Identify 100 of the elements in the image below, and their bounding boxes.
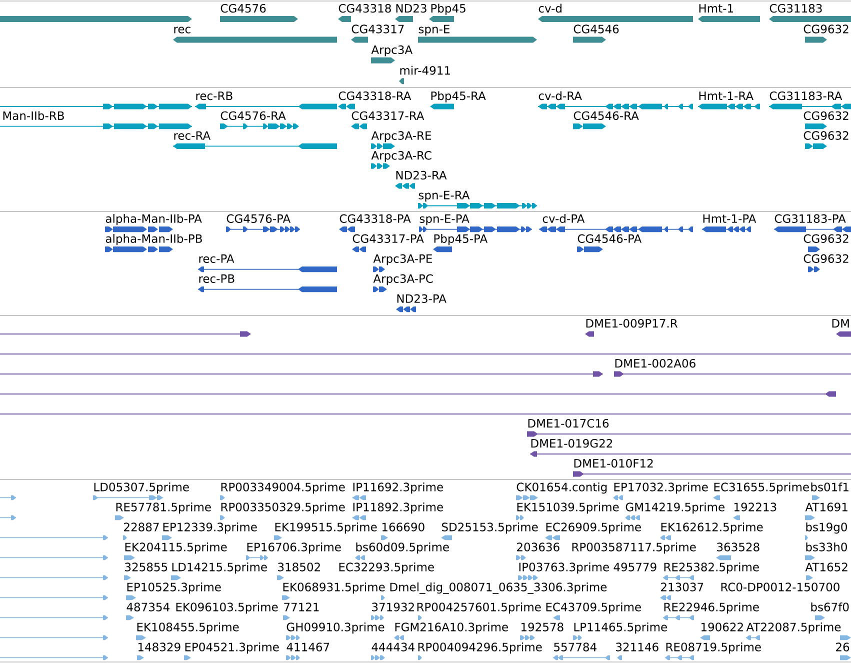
feature-label: Arpc3A-PC bbox=[373, 274, 433, 286]
feature-label: EC26909.5prime bbox=[546, 522, 641, 534]
feature-label: ND23-PA bbox=[397, 294, 446, 303]
feature-label: EK108455.5prime bbox=[137, 622, 239, 634]
feature-label: DME1-019G22 bbox=[531, 438, 612, 448]
feature-label: ND23 bbox=[396, 4, 426, 13]
feature-label: 318502 bbox=[278, 562, 320, 572]
feature-label: 166690 bbox=[382, 522, 424, 532]
feature-label: cv-d-PA bbox=[542, 214, 585, 223]
feature-label: Hmt-1-RA bbox=[699, 92, 754, 100]
feature-label: CG31183-RA bbox=[770, 91, 842, 100]
feature-label: CG4576-PA bbox=[226, 214, 291, 223]
feature-label: EK199515.5prime bbox=[275, 522, 377, 534]
feature-label: 321146 bbox=[616, 642, 658, 652]
feature-label: EC43709.5prime bbox=[546, 602, 641, 614]
feature-label: LP11465.5prime bbox=[574, 622, 667, 634]
feature-label: RP004094296.5prime bbox=[418, 642, 542, 654]
feature-label: EP16706.3prime bbox=[247, 542, 341, 554]
feature-label: Pbp45-RA bbox=[431, 91, 486, 102]
feature-label: 77121 bbox=[284, 602, 319, 612]
feature-label: EP12339.3prime bbox=[163, 522, 257, 534]
feature-label: CG9632 bbox=[804, 254, 848, 263]
feature-label: AT1652 bbox=[805, 562, 848, 572]
feature-label: CK01654.contig bbox=[516, 482, 607, 494]
feature-label: CG9632 bbox=[804, 234, 848, 243]
feature-label: 363528 bbox=[717, 542, 760, 552]
feature-label: bs33h0 bbox=[806, 542, 847, 552]
feature-label: rec-RB bbox=[196, 92, 232, 100]
feature-label: FGM216A10.3prime bbox=[395, 622, 508, 634]
feature-label: EK068931.5prime bbox=[283, 582, 385, 594]
feature-label: EK151039.5prime bbox=[517, 502, 619, 514]
feature-label: CG43317-RA bbox=[352, 111, 424, 120]
feature-label: bs19g0 bbox=[806, 522, 847, 534]
feature-label: EC32293.5prime bbox=[339, 562, 434, 574]
feature-label: 444434 bbox=[372, 642, 414, 652]
feature-label: CG4546-RA bbox=[574, 111, 639, 120]
feature-label: IP11892.3prime bbox=[353, 502, 443, 514]
feature-label: RP003350329.5prime bbox=[221, 502, 345, 514]
feature-label: IP03763.3prime bbox=[519, 562, 609, 574]
feature-label: 192213 bbox=[734, 502, 776, 512]
feature-label: 22887 bbox=[124, 522, 159, 532]
feature-label: LD05307.5prime bbox=[94, 482, 189, 494]
feature-label: 495779 bbox=[614, 562, 656, 572]
feature-label: CG31183 bbox=[770, 4, 822, 13]
feature-label: Hmt-1 bbox=[699, 4, 733, 12]
feature-label: SD25153.5prime bbox=[442, 522, 538, 534]
feature-label: bs60d09.5prime bbox=[356, 542, 449, 554]
feature-label: 26 bbox=[836, 642, 850, 652]
feature-label: Pbp45-PA bbox=[434, 234, 488, 246]
feature-label: cv-d bbox=[538, 4, 562, 13]
feature-label: EC31655.5prime bbox=[714, 482, 809, 494]
feature-label: CG43317-PA bbox=[352, 234, 424, 243]
feature-label: CG4576 bbox=[220, 4, 266, 13]
feature-label: spn-E bbox=[418, 24, 450, 36]
feature-label: Hmt-1-PA bbox=[703, 214, 756, 223]
feature-label: RE22946.5prime bbox=[664, 602, 759, 614]
feature-label: GM14219.5prime bbox=[626, 502, 724, 514]
feature-label: 371932 bbox=[372, 602, 414, 612]
feature-label: CG43318-PA bbox=[340, 214, 411, 223]
feature-label: CG9632 bbox=[804, 111, 848, 120]
feature-label: EK162612.5prime bbox=[661, 522, 763, 534]
feature-label: GH09910.3prime bbox=[286, 622, 384, 634]
feature-label: Pbp45 bbox=[431, 4, 466, 15]
feature-label: DM bbox=[832, 319, 849, 328]
feature-label: Arpc3A-PE bbox=[373, 254, 432, 266]
feature-label: 148329 bbox=[138, 642, 180, 652]
feature-label: CG9632 bbox=[804, 131, 848, 140]
feature-label: RE25382.5prime bbox=[664, 562, 759, 574]
feature-label: Dmel_dig_008071_0635_3306.3prime bbox=[390, 582, 607, 594]
feature-label: rec-PA bbox=[199, 254, 234, 263]
feature-label: spn-E-PA bbox=[420, 214, 470, 226]
feature-label: CG43318-RA bbox=[338, 91, 412, 100]
feature-label: IP11692.3prime bbox=[353, 482, 443, 494]
feature-label: 325855 bbox=[125, 562, 168, 572]
feature-label: 203636 bbox=[517, 542, 560, 552]
feature-label: CG9632 bbox=[804, 24, 848, 34]
feature-label: DME1-009P17.R bbox=[586, 318, 678, 328]
feature-label: CG43318 bbox=[338, 4, 391, 13]
feature-label: Arpc3A bbox=[371, 45, 412, 56]
feature-label: rec bbox=[174, 26, 190, 34]
feature-label: 557784 bbox=[554, 642, 596, 652]
feature-label: AT1691 bbox=[805, 502, 848, 512]
feature-label: 487354 bbox=[126, 602, 170, 612]
feature-label: DME1-002A06 bbox=[615, 358, 696, 368]
feature-label: 213037 bbox=[661, 582, 704, 592]
feature-label: CG43317 bbox=[352, 24, 404, 34]
feature-label: CG31183-PA bbox=[774, 214, 846, 223]
feature-label: DME1-017C16 bbox=[528, 418, 609, 428]
feature-label: bs01f1 bbox=[811, 482, 848, 492]
feature-label: EK204115.5prime bbox=[125, 542, 227, 554]
feature-label: RE57781.5prime bbox=[116, 502, 211, 514]
feature-label: Arpc3A-RC bbox=[371, 151, 432, 162]
feature-label: ND23-RA bbox=[396, 170, 447, 180]
feature-label: DME1-010F12 bbox=[574, 458, 653, 468]
feature-label: CG4546 bbox=[574, 24, 619, 34]
feature-label: RP004257601.5prime bbox=[417, 602, 541, 614]
feature-label: alpha-Man-IIb-PB bbox=[106, 234, 202, 246]
feature-label: rec-PB bbox=[199, 274, 234, 283]
feature-label: EP10525.3prime bbox=[127, 582, 221, 594]
feature-label: bs67f0 bbox=[811, 602, 849, 612]
